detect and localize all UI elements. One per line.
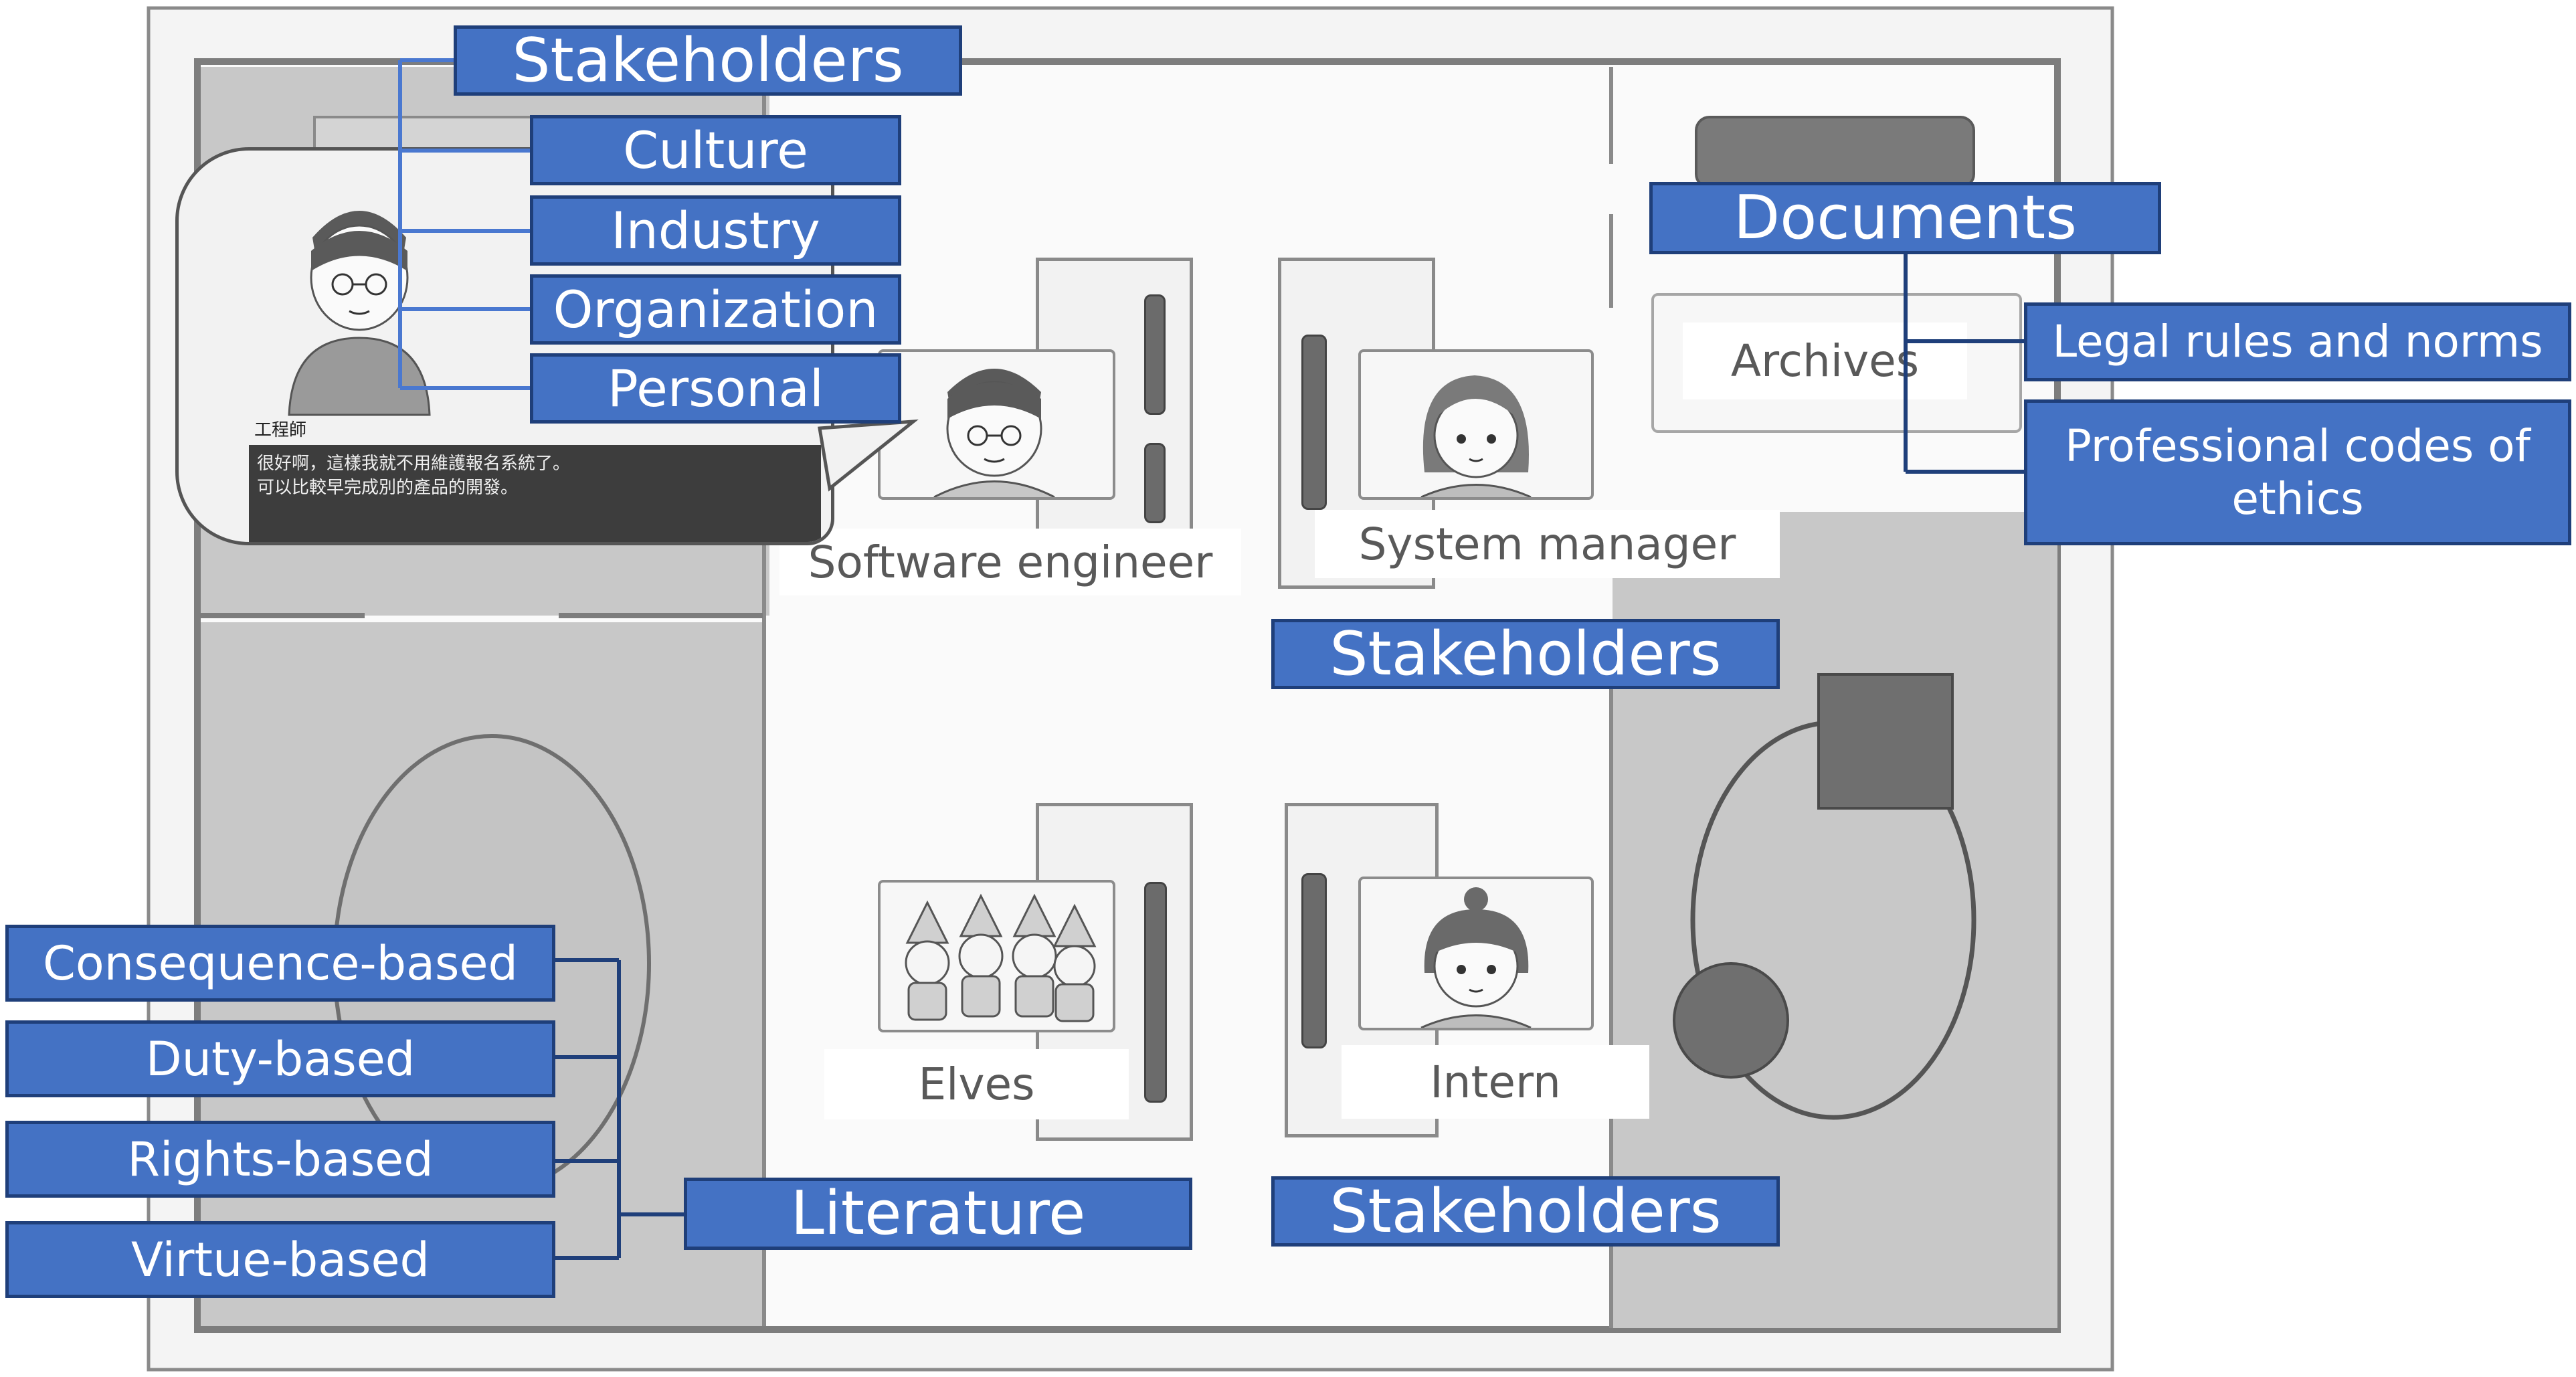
door-bar xyxy=(1144,443,1166,523)
industry-box: Industry xyxy=(530,195,901,266)
culture-box: Culture xyxy=(530,115,901,185)
software-engineer-label: Software engineer xyxy=(779,529,1241,595)
dialog-line-1: 很好啊，這樣我就不用維護報名系統了。 xyxy=(257,454,571,474)
rights-based-box: Rights-based xyxy=(5,1121,555,1198)
legal-rules-box: Legal rules and norms xyxy=(2024,302,2571,381)
stakeholders-mid-box: Stakeholders xyxy=(1271,619,1780,689)
intern-label: Intern xyxy=(1342,1045,1649,1119)
virtue-based-box: Virtue-based xyxy=(5,1221,555,1298)
bubble-tail xyxy=(818,419,919,492)
door-bar xyxy=(1144,882,1167,1103)
literature-box: Literature xyxy=(684,1178,1192,1250)
organization-box: Organization xyxy=(530,274,901,345)
dialog-box[interactable]: 很好啊，這樣我就不用維護報名系統了。 可以比較早完成別的產品的開發。 xyxy=(249,445,821,542)
elves-portrait[interactable] xyxy=(878,880,1115,1032)
consequence-based-box: Consequence-based xyxy=(5,925,555,1002)
intern-portrait[interactable] xyxy=(1358,877,1594,1030)
archives-label: Archives xyxy=(1683,323,1967,399)
door-bar xyxy=(1301,335,1327,510)
professional-codes-box: Professional codes of ethics xyxy=(2024,399,2571,545)
dialog-line-2: 可以比較早完成別的產品的開發。 xyxy=(257,478,519,498)
stakeholders-top-box: Stakeholders xyxy=(454,25,962,96)
door-bar xyxy=(1301,873,1327,1048)
elves-label: Elves xyxy=(824,1049,1129,1119)
door-bar xyxy=(1144,294,1166,415)
software-engineer-portrait[interactable] xyxy=(878,349,1115,500)
stakeholders-bottom-box: Stakeholders xyxy=(1271,1176,1780,1247)
system-manager-label: System manager xyxy=(1315,510,1780,578)
documents-box: Documents xyxy=(1649,182,2161,254)
duty-based-box: Duty-based xyxy=(5,1020,555,1097)
personal-box: Personal xyxy=(530,353,901,424)
system-manager-portrait[interactable] xyxy=(1358,349,1594,500)
dialog-speaker: 工程師 xyxy=(249,417,316,444)
